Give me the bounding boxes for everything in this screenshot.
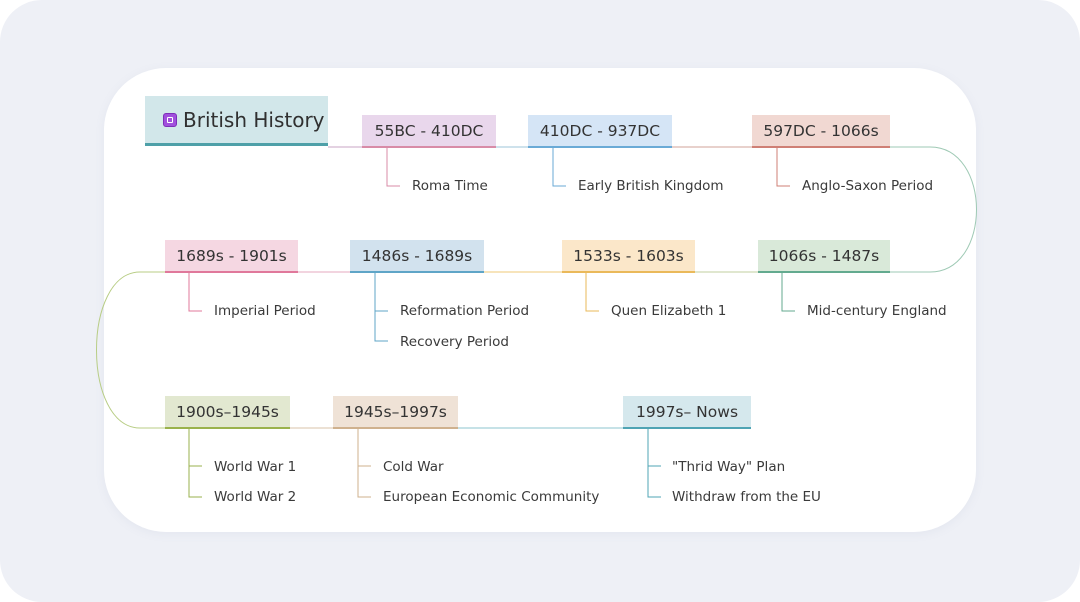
branch-cold-war — [357, 429, 371, 498]
note-icon — [163, 112, 177, 127]
item-mid-century-england[interactable]: Mid-century England — [807, 303, 947, 319]
branch-roma — [386, 148, 400, 187]
item-withdraw-from-eu[interactable]: Withdraw from the EU — [672, 489, 821, 505]
branch-imperial — [188, 273, 202, 312]
item-early-british-kingdom[interactable]: Early British Kingdom — [578, 178, 724, 194]
row1-right-curve — [890, 146, 977, 273]
period-597dc-1066s[interactable]: 597DC - 1066s — [752, 115, 890, 148]
branch-reformation — [374, 273, 388, 342]
branch-world-wars — [188, 429, 202, 498]
branch-mid-century — [781, 273, 795, 312]
item-european-economic-community[interactable]: European Economic Community — [383, 489, 600, 505]
item-cold-war[interactable]: Cold War — [383, 459, 444, 475]
branch-third-way — [647, 429, 661, 498]
period-55bc-410dc[interactable]: 55BC - 410DC — [362, 115, 496, 148]
item-quen-elizabeth[interactable]: Quen Elizabeth 1 — [611, 303, 727, 319]
item-recovery-period[interactable]: Recovery Period — [400, 334, 509, 350]
item-roma-time[interactable]: Roma Time — [412, 178, 488, 194]
period-1486s-1689s[interactable]: 1486s - 1689s — [350, 240, 484, 273]
period-1945s-1997s[interactable]: 1945s–1997s — [333, 396, 458, 429]
period-410dc-937dc[interactable]: 410DC - 937DC — [528, 115, 672, 148]
item-third-way-plan[interactable]: "Thrid Way" Plan — [672, 459, 786, 475]
item-imperial-period[interactable]: Imperial Period — [214, 303, 316, 319]
period-1997s-nows[interactable]: 1997s– Nows — [623, 396, 751, 429]
item-anglo-saxon-period[interactable]: Anglo-Saxon Period — [802, 178, 934, 194]
period-1066s-1487s[interactable]: 1066s - 1487s — [758, 240, 890, 273]
period-1689s-1901s[interactable]: 1689s - 1901s — [165, 240, 298, 273]
root-topic[interactable]: British History — [145, 96, 328, 146]
period-1533s-1603s[interactable]: 1533s - 1603s — [562, 240, 695, 273]
row2-left-curve — [96, 271, 165, 429]
item-world-war-2[interactable]: World War 2 — [214, 489, 297, 505]
branch-anglo-saxon — [776, 148, 790, 187]
branch-elizabeth — [585, 273, 599, 312]
period-1900s-1945s[interactable]: 1900s–1945s — [165, 396, 290, 429]
branch-early-kingdom — [552, 148, 566, 187]
root-title: British History — [183, 107, 325, 132]
item-world-war-1[interactable]: World War 1 — [214, 459, 297, 475]
item-reformation-period[interactable]: Reformation Period — [400, 303, 530, 319]
